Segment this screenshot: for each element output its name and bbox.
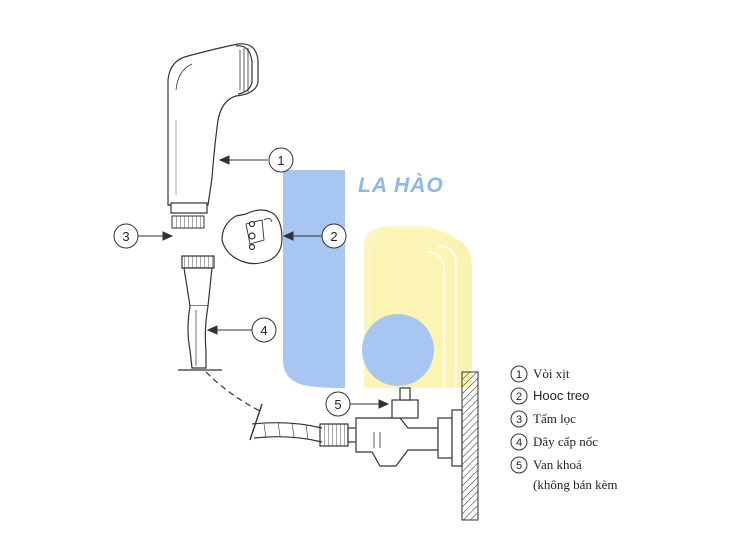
callout-3-number: 3 xyxy=(122,229,129,244)
legend-item-3-text: Tấm lọc xyxy=(533,411,576,426)
filter-disc xyxy=(171,215,205,229)
legend-item-2-number: 2 xyxy=(516,391,522,403)
shutoff-valve xyxy=(319,387,463,467)
legend: 1 Vòi xịt 2 Hooc treo 3 Tấm lọc 4 Dây cấ… xyxy=(510,365,617,492)
callout-5: 5 xyxy=(325,391,351,417)
legend-item-1-text: Vòi xịt xyxy=(533,366,570,381)
callout-4: 4 xyxy=(251,317,277,343)
legend-item-5-note: (không bán kèm xyxy=(533,477,617,492)
legend-item-4-text: Dây cấp nốc xyxy=(533,434,598,449)
legend-item-1: 1 Vòi xịt xyxy=(510,365,570,383)
legend-item-5-note-text: (không bán kèm xyxy=(533,477,617,492)
supply-hose xyxy=(178,255,323,443)
legend-item-5-text: Van khoá xyxy=(533,457,582,472)
spray-head xyxy=(167,43,259,214)
callout-2-number: 2 xyxy=(330,229,337,244)
legend-item-2-text: Hooc treo xyxy=(533,388,589,403)
callout-1: 1 xyxy=(268,147,294,173)
legend-item-5: 5 Van khoá xyxy=(510,456,582,474)
callout-1-number: 1 xyxy=(277,153,284,168)
leader-arrows xyxy=(138,155,390,409)
watermark-logo: LA HÀO xyxy=(283,170,472,388)
callout-3: 3 xyxy=(113,223,139,249)
callout-5-number: 5 xyxy=(334,397,341,412)
callout-4-number: 4 xyxy=(260,323,267,338)
legend-item-3: 3 Tấm lọc xyxy=(510,410,576,428)
legend-item-3-number: 3 xyxy=(516,414,522,426)
wall xyxy=(461,371,479,521)
legend-item-4: 4 Dây cấp nốc xyxy=(510,433,598,451)
legend-item-2: 2 Hooc treo xyxy=(510,387,589,405)
brand-text: LA HÀO xyxy=(358,174,444,197)
watermark-blue-bar xyxy=(283,170,345,388)
wall-holder xyxy=(221,209,283,265)
legend-item-5-number: 5 xyxy=(516,460,522,472)
watermark-blue-circle xyxy=(362,314,434,386)
legend-item-4-number: 4 xyxy=(516,437,522,449)
callout-2: 2 xyxy=(321,223,347,249)
legend-item-1-number: 1 xyxy=(516,369,522,381)
